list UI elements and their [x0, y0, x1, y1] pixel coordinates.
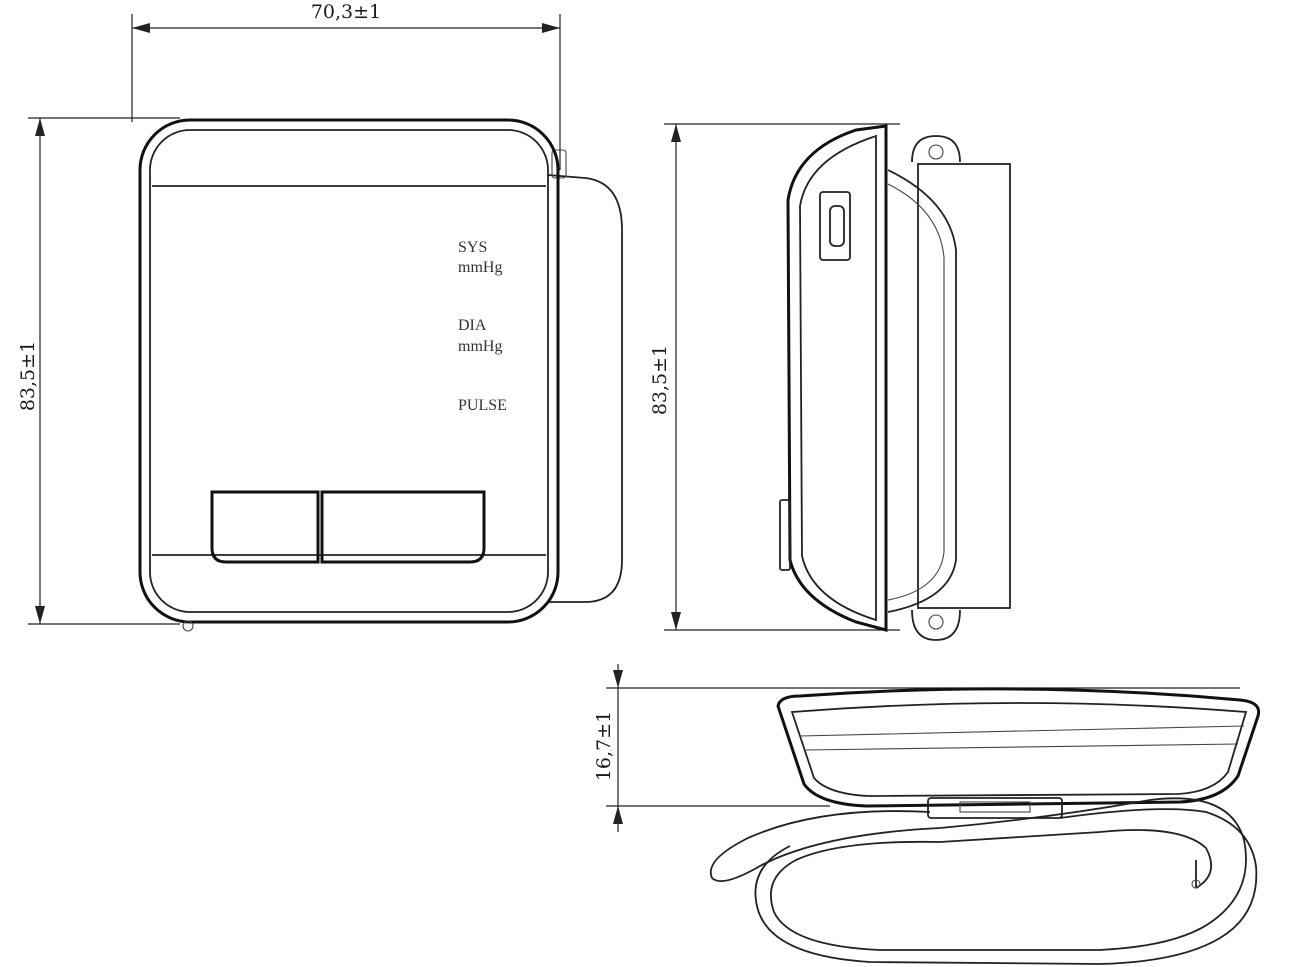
width-dimension: 70,3±1 [131, 1, 561, 170]
pulse-label: PULSE [458, 397, 507, 414]
top-body-outer [776, 687, 1261, 808]
foot-nub [182, 620, 194, 632]
strap-tab-knob [1191, 879, 1201, 889]
device-body-inner [149, 129, 549, 613]
top-band-line-2 [805, 743, 1239, 751]
side-strap-block [917, 163, 1011, 609]
top-view: 16,7±1 [593, 664, 1261, 965]
side-port-inner [829, 205, 845, 247]
sys-label: SYS [458, 239, 487, 256]
left-button[interactable] [210, 490, 320, 564]
side-curved-cover [887, 169, 957, 613]
side-body-profile [786, 124, 888, 632]
bottom-clip-loop [911, 609, 961, 641]
front-view: 70,3±1 83,5±1 SYS mmHg DIA mmHg PULSE [17, 1, 623, 632]
height-dimension-front: 83,5±1 [17, 117, 180, 625]
side-curved-cover-inner [887, 183, 945, 601]
top-band-line-1 [799, 725, 1245, 737]
sys-unit-label: mmHg [458, 259, 502, 276]
side-body-inner [799, 134, 877, 622]
side-button[interactable] [779, 499, 791, 571]
bottom-clip-inner [959, 801, 1031, 813]
depth-label: 16,7±1 [593, 711, 615, 781]
height-label-side: 83,5±1 [649, 345, 671, 415]
bottom-clip-hole [928, 614, 944, 630]
height-dimension-side: 83,5±1 [649, 123, 900, 631]
dia-unit-label: mmHg [458, 338, 502, 355]
dia-label: DIA [458, 317, 487, 334]
rear-housing [547, 174, 623, 603]
width-label: 70,3±1 [311, 1, 381, 23]
height-label-front: 83,5±1 [17, 341, 39, 411]
bottom-clip-block [927, 797, 1063, 819]
device-body-outer [138, 118, 560, 624]
top-clip-hole [928, 144, 944, 160]
strap-outer-loop [754, 808, 1258, 965]
strap-outer [709, 810, 941, 882]
side-view: 83,5±1 [649, 123, 1011, 641]
side-port[interactable] [819, 191, 851, 261]
top-clip-loop [911, 135, 961, 163]
right-button[interactable] [320, 490, 486, 564]
top-body-inner [790, 702, 1248, 797]
depth-dimension: 16,7±1 [593, 664, 1240, 832]
strap-inner [770, 797, 1247, 951]
